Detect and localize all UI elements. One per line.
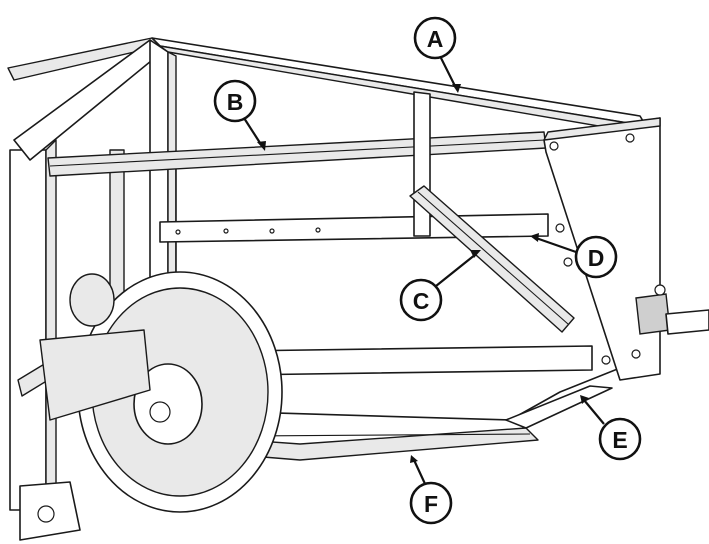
upright-bracket [413,91,431,237]
leader-a [439,55,457,89]
callout-a: A [413,16,457,60]
callout-leaders [243,55,605,487]
callout-b-letter: B [227,89,244,115]
callout-a-circle [413,16,457,60]
drive-roller [69,273,115,327]
left-outer-post-side [45,139,57,511]
callout-c-letter: C [413,288,430,314]
callout-b: B [213,79,257,123]
leader-f [413,459,427,487]
hitch-tongue [665,309,709,335]
hitch-bracket [635,293,671,335]
callout-e: E [598,417,642,461]
leader-d [535,236,577,254]
leader-c [435,253,477,287]
wheel-inner [133,363,203,445]
hopper-bottom [505,385,613,429]
callout-a-letter: A [427,26,444,52]
diagonal-baffle [409,185,575,333]
callout-c-circle [399,278,443,322]
callout-d-circle [574,235,618,279]
callout-e-circle [598,417,642,461]
callout-d-letter: D [588,245,605,271]
callout-f-circle [409,481,453,525]
callout-f: F [409,481,453,525]
callout-f-letter: F [424,491,438,517]
left-outer-post [9,149,47,511]
right-end-plate-edge [543,117,661,141]
machine-drawing [7,37,709,541]
leader-b [243,117,263,147]
callout-b-circle [213,79,257,123]
callout-c: C [399,278,443,322]
drive-arm [39,329,151,421]
callout-e-letter: E [612,427,627,453]
callout-d: D [574,235,618,279]
leader-e [583,399,605,425]
